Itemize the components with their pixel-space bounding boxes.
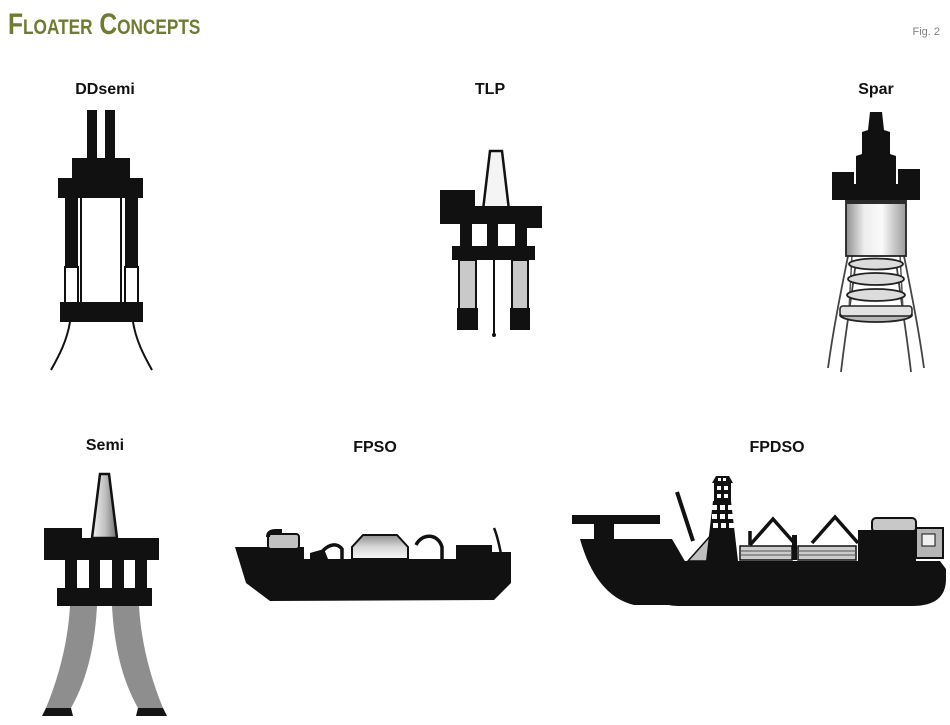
concept-ddsemi: DDsemi (30, 80, 180, 380)
concept-label-semi: Semi (85, 437, 125, 454)
concept-label-fpso: FPSO (353, 439, 397, 456)
spar-platform-icon (827, 112, 925, 373)
concept-label-spar: Spar (858, 81, 894, 98)
fpdso-vessel-icon (572, 476, 946, 606)
fpso-vessel-icon (235, 527, 511, 601)
concept-label-fpdso: FPDSO (749, 439, 805, 456)
concept-label-ddsemi: DDsemi (75, 81, 135, 98)
semi-platform-icon (42, 472, 167, 716)
concept-spar: Spar (806, 80, 946, 378)
concept-fpso: FPSO (230, 438, 520, 613)
concept-tlp: TLP (420, 80, 560, 344)
concept-semi: Semi (30, 436, 180, 720)
concept-label-tlp: TLP (474, 81, 506, 98)
concept-fpdso: FPDSO (560, 438, 950, 610)
figure-number: Fig. 2 (912, 26, 940, 38)
ddsemi-platform-icon (50, 110, 153, 371)
tlp-platform-icon (440, 149, 542, 337)
page-title: Floater Concepts (8, 8, 201, 41)
